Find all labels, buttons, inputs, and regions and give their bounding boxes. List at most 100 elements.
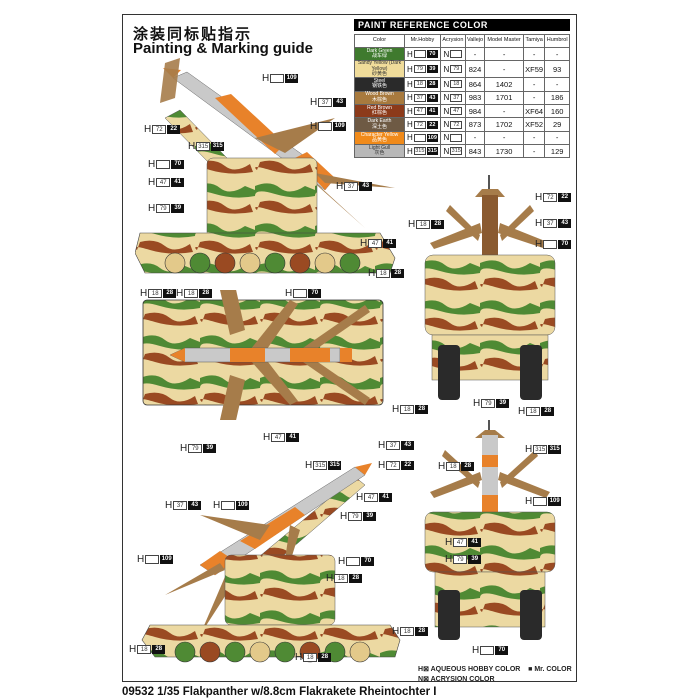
legend-mr-color-label: Mr. COLOR xyxy=(534,666,572,673)
humbrol-code: - xyxy=(544,77,570,92)
model-master-code: 1702 xyxy=(484,117,524,132)
column-header: Model Master xyxy=(484,34,524,48)
acrysion-code: N xyxy=(439,46,466,62)
tamiya-code: XF52 xyxy=(522,117,546,132)
column-header: Humbrol xyxy=(544,34,570,48)
color-legend: H⊠ AQUEOUS HOBBY COLOR ■ Mr. COLOR N⊠ AC… xyxy=(418,665,572,685)
vallejo-code: 843 xyxy=(464,144,486,159)
acrysion-code: N xyxy=(439,130,466,146)
column-header: Tamiya xyxy=(522,34,546,48)
humbrol-code: 160 xyxy=(544,103,570,119)
vallejo-code: 983 xyxy=(464,90,486,105)
tamiya-code: - xyxy=(522,77,546,92)
vallejo-code: - xyxy=(464,130,486,146)
title-english: Painting & Marking guide xyxy=(133,40,314,57)
humbrol-code: 93 xyxy=(544,60,570,79)
vallejo-code: 824 xyxy=(464,60,486,79)
front-view-vehicle-art xyxy=(424,175,556,400)
tamiya-code: XF59 xyxy=(522,60,546,79)
model-master-code: - xyxy=(484,130,524,146)
humbrol-code: 29 xyxy=(544,117,570,132)
paint-table-title: PAINT REFERENCE COLOR xyxy=(354,19,570,31)
model-master-code: - xyxy=(484,60,524,79)
legend-h-prefix: H xyxy=(418,666,424,673)
model-master-code: 1402 xyxy=(484,77,524,92)
side-view-bottom-vehicle-art xyxy=(141,463,401,663)
column-header: Acrysion xyxy=(439,34,466,48)
top-view-vehicle-art xyxy=(142,290,384,420)
tamiya-code: - xyxy=(522,130,546,146)
column-header: Mr.Hobby xyxy=(404,34,441,48)
legend-aqueous-label: AQUEOUS HOBBY COLOR xyxy=(430,666,521,673)
vallejo-code: 984 xyxy=(464,103,486,119)
column-header: Vallejo xyxy=(464,34,486,48)
rear-view-vehicle-art xyxy=(424,420,556,640)
title-chinese: 涂装同标贴指示 xyxy=(133,26,253,43)
vallejo-code: 873 xyxy=(464,117,486,132)
legend-n-prefix: N xyxy=(418,676,424,683)
model-master-code: 1730 xyxy=(484,144,524,159)
mr-color-swatch-icon: ■ xyxy=(528,666,535,673)
model-master-code: - xyxy=(484,103,524,119)
